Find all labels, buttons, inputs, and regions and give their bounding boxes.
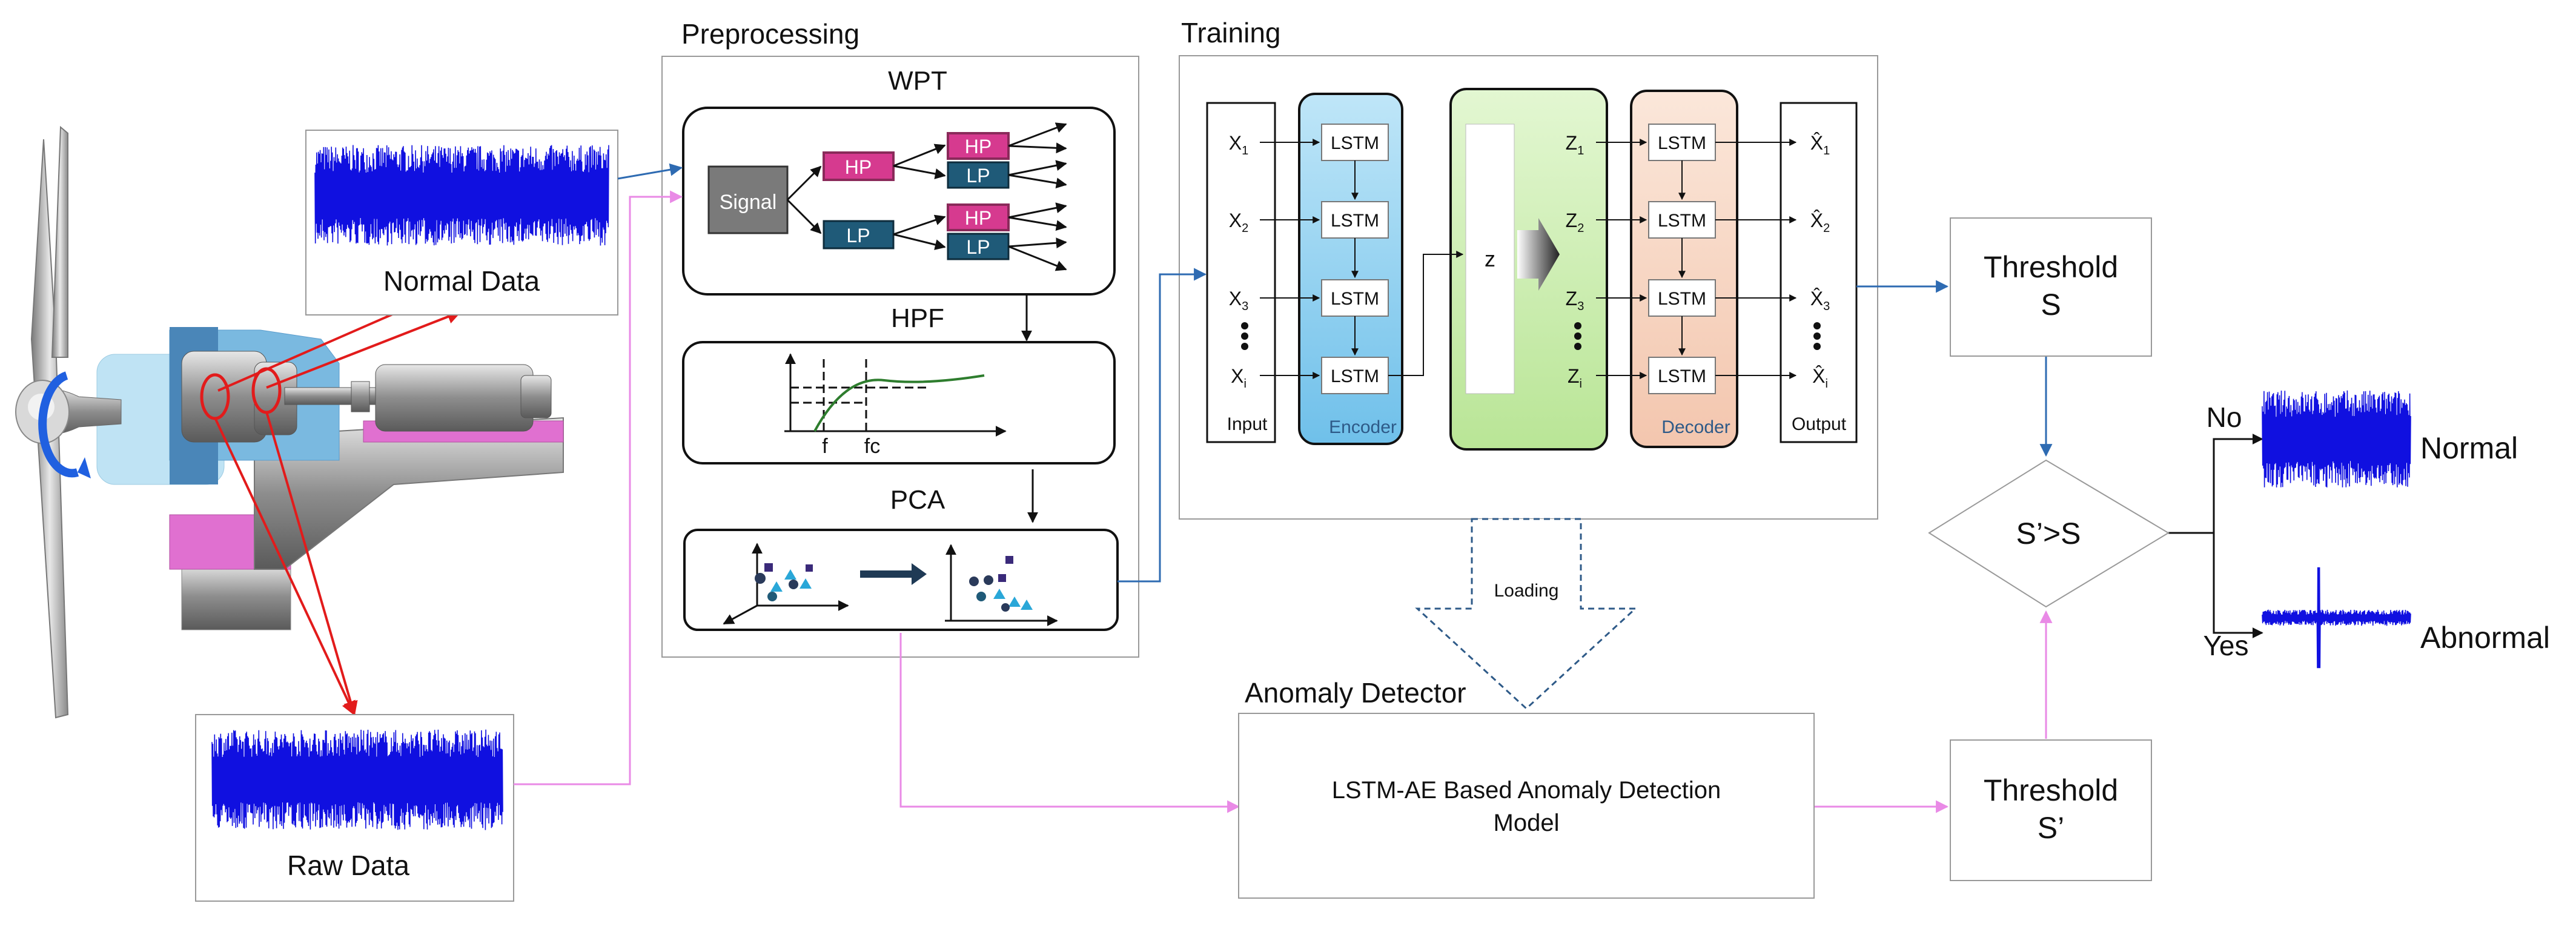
encoder-lstm-cell: [1321, 357, 1389, 394]
svg-text:LSTM: LSTM: [1331, 133, 1379, 153]
signal-label: Signal: [720, 191, 777, 214]
threshold-s-line2: S: [2041, 288, 2061, 322]
decoder-label: Decoder: [1661, 417, 1730, 437]
encoder-lstm-cell: [1321, 124, 1389, 161]
normal-data-label: Normal Data: [383, 265, 540, 297]
normal-output-signal: [2262, 390, 2411, 487]
no-label: No: [2207, 402, 2242, 433]
wpt-block: WPT Signal HP LP HP LP HP LP: [682, 66, 1116, 296]
model-line-1: LSTM-AE Based Anomaly Detection: [1332, 777, 1721, 804]
svg-text:LP: LP: [966, 236, 990, 258]
abnormal-label: Abnormal: [2420, 621, 2550, 655]
preprocessing-title: Preprocessing: [681, 18, 859, 50]
svg-text:LSTM: LSTM: [1331, 289, 1379, 309]
svg-text:HP: HP: [845, 156, 872, 178]
loading-arrow: Loading: [1415, 518, 1638, 710]
decoder-lstm-cell: [1648, 279, 1716, 317]
threshold-s-line1: Threshold: [1984, 250, 2118, 284]
threshold-s-box: [1950, 217, 2152, 357]
training-dots: [1241, 322, 1821, 350]
output-column: [1780, 102, 1858, 443]
flow-arrows: [514, 163, 2263, 813]
anomaly-detector-title: Anomaly Detector: [1245, 677, 1466, 709]
svg-text:LSTM: LSTM: [1331, 211, 1379, 231]
decision-diamond: [1928, 459, 2170, 608]
anomaly-model-box: [1238, 713, 1815, 899]
sensor-links: [214, 283, 462, 716]
hp-box-3: [947, 203, 1010, 231]
wind-turbine-illustration: [15, 125, 564, 719]
svg-text:fc: fc: [864, 435, 880, 458]
latent-z-box: [1465, 124, 1515, 394]
hpf-block: HPF f fc: [682, 303, 1116, 464]
svg-text:HP: HP: [965, 136, 992, 157]
encoder-lstm-cell: [1321, 201, 1389, 239]
encoder-label: Encoder: [1329, 417, 1397, 437]
normal-data-signal: [314, 145, 609, 246]
loading-label: Loading: [1494, 581, 1559, 601]
svg-text:f: f: [822, 435, 828, 458]
svg-text:LP: LP: [966, 165, 990, 187]
model-line-2: Model: [1494, 810, 1560, 836]
decoder-lstm-cell: [1648, 124, 1716, 161]
threshold-s-prime-box: [1950, 739, 2152, 881]
svg-text:LSTM: LSTM: [1658, 133, 1706, 153]
output-label: Output: [1792, 414, 1847, 434]
signal-box: [707, 165, 789, 234]
wpt-title: WPT: [888, 66, 947, 96]
pca-block: PCA: [683, 485, 1119, 631]
hpf-title: HPF: [891, 303, 944, 333]
svg-text:LSTM: LSTM: [1658, 289, 1706, 309]
output-xhat-label: X̂2: [1810, 210, 1830, 235]
svg-text:LSTM: LSTM: [1331, 366, 1379, 386]
hp-box-1: [823, 151, 895, 181]
threshold-s-prime-line2: S’: [2038, 811, 2064, 845]
abnormal-output-signal: [2262, 567, 2411, 669]
latent-z-label: z: [1485, 246, 1495, 271]
training-title: Training: [1181, 17, 1280, 48]
decision-label: S’>S: [2016, 517, 2081, 550]
raw-data-label: Raw Data: [287, 850, 409, 881]
latent-z-item: Z2: [1566, 210, 1584, 235]
normal-label: Normal: [2420, 431, 2518, 465]
svg-text:LP: LP: [846, 225, 870, 246]
pca-title: PCA: [890, 485, 945, 515]
lp-box-1: [823, 220, 895, 250]
input-label: Input: [1227, 414, 1268, 434]
input-column: [1206, 102, 1276, 443]
encoder-column: [1298, 93, 1403, 445]
svg-text:LSTM: LSTM: [1658, 366, 1706, 386]
raw-data-signal: [211, 729, 503, 830]
yes-label: Yes: [2203, 630, 2248, 661]
svg-text:LSTM: LSTM: [1658, 211, 1706, 231]
svg-text:HP: HP: [965, 207, 992, 229]
threshold-s-prime-line1: Threshold: [1984, 773, 2118, 807]
